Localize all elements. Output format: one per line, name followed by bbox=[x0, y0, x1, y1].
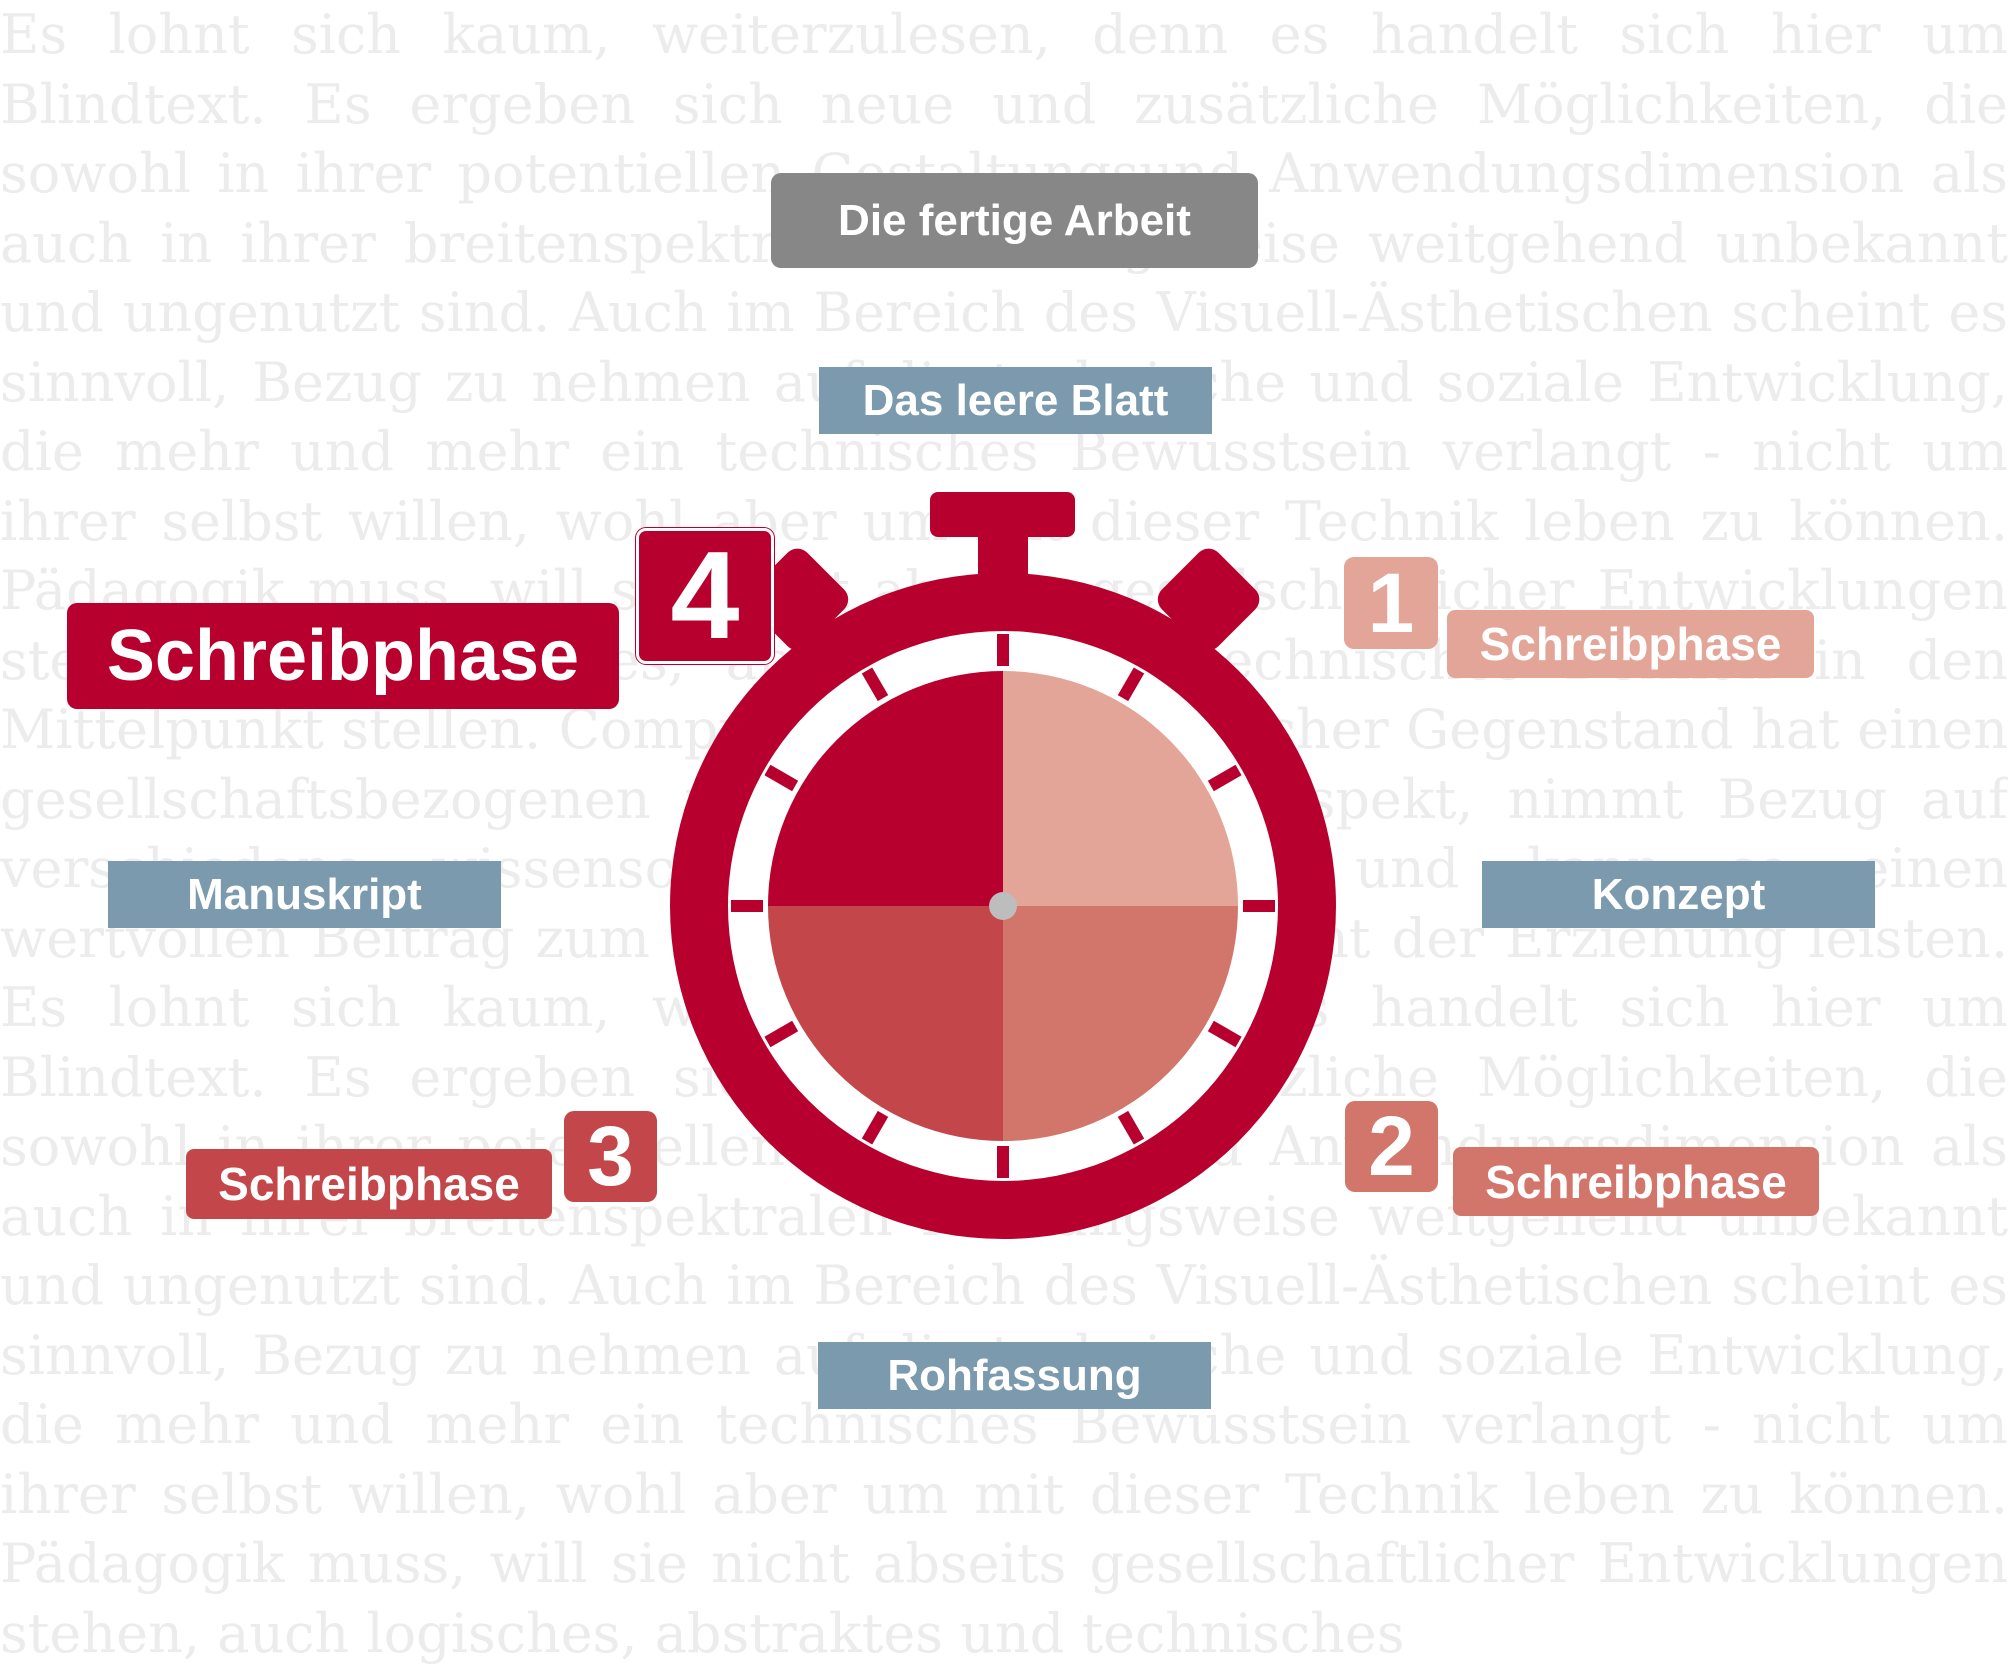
label-finished-work: Die fertige Arbeit bbox=[771, 173, 1258, 268]
label-blank-page: Das leere Blatt bbox=[819, 367, 1212, 434]
phase-4-label: Schreibphase bbox=[67, 603, 619, 709]
phase-2-label: Schreibphase bbox=[1453, 1147, 1819, 1216]
phase-1-number: 1 bbox=[1344, 556, 1438, 650]
label-draft: Rohfassung bbox=[818, 1342, 1211, 1409]
quadrant-phase-2 bbox=[1003, 906, 1238, 1141]
tick-mark bbox=[1117, 667, 1145, 702]
stopwatch-crown bbox=[930, 492, 1075, 537]
phase-3-label: Schreibphase bbox=[186, 1149, 552, 1219]
quadrant-phase-4 bbox=[768, 671, 1003, 906]
center-dot bbox=[989, 892, 1017, 920]
tick-mark bbox=[1117, 1110, 1145, 1145]
phase-3-number: 3 bbox=[564, 1109, 657, 1203]
tick-mark bbox=[861, 1110, 889, 1145]
label-concept: Konzept bbox=[1482, 861, 1875, 928]
quadrant-phase-3 bbox=[768, 906, 1003, 1141]
quadrant-phase-1 bbox=[1003, 671, 1238, 906]
tick-mark bbox=[764, 764, 799, 792]
phase-2-number: 2 bbox=[1345, 1099, 1438, 1193]
tick-mark bbox=[1207, 764, 1242, 792]
tick-mark bbox=[861, 667, 889, 702]
stopwatch-ticks bbox=[731, 634, 1275, 1178]
tick-mark bbox=[1207, 1020, 1242, 1048]
phase-1-label: Schreibphase bbox=[1447, 610, 1814, 678]
tick-mark bbox=[764, 1020, 799, 1048]
stopwatch-right-button bbox=[1157, 548, 1260, 651]
label-manuscript: Manuskript bbox=[108, 861, 501, 928]
phase-4-number: 4 bbox=[636, 527, 774, 665]
